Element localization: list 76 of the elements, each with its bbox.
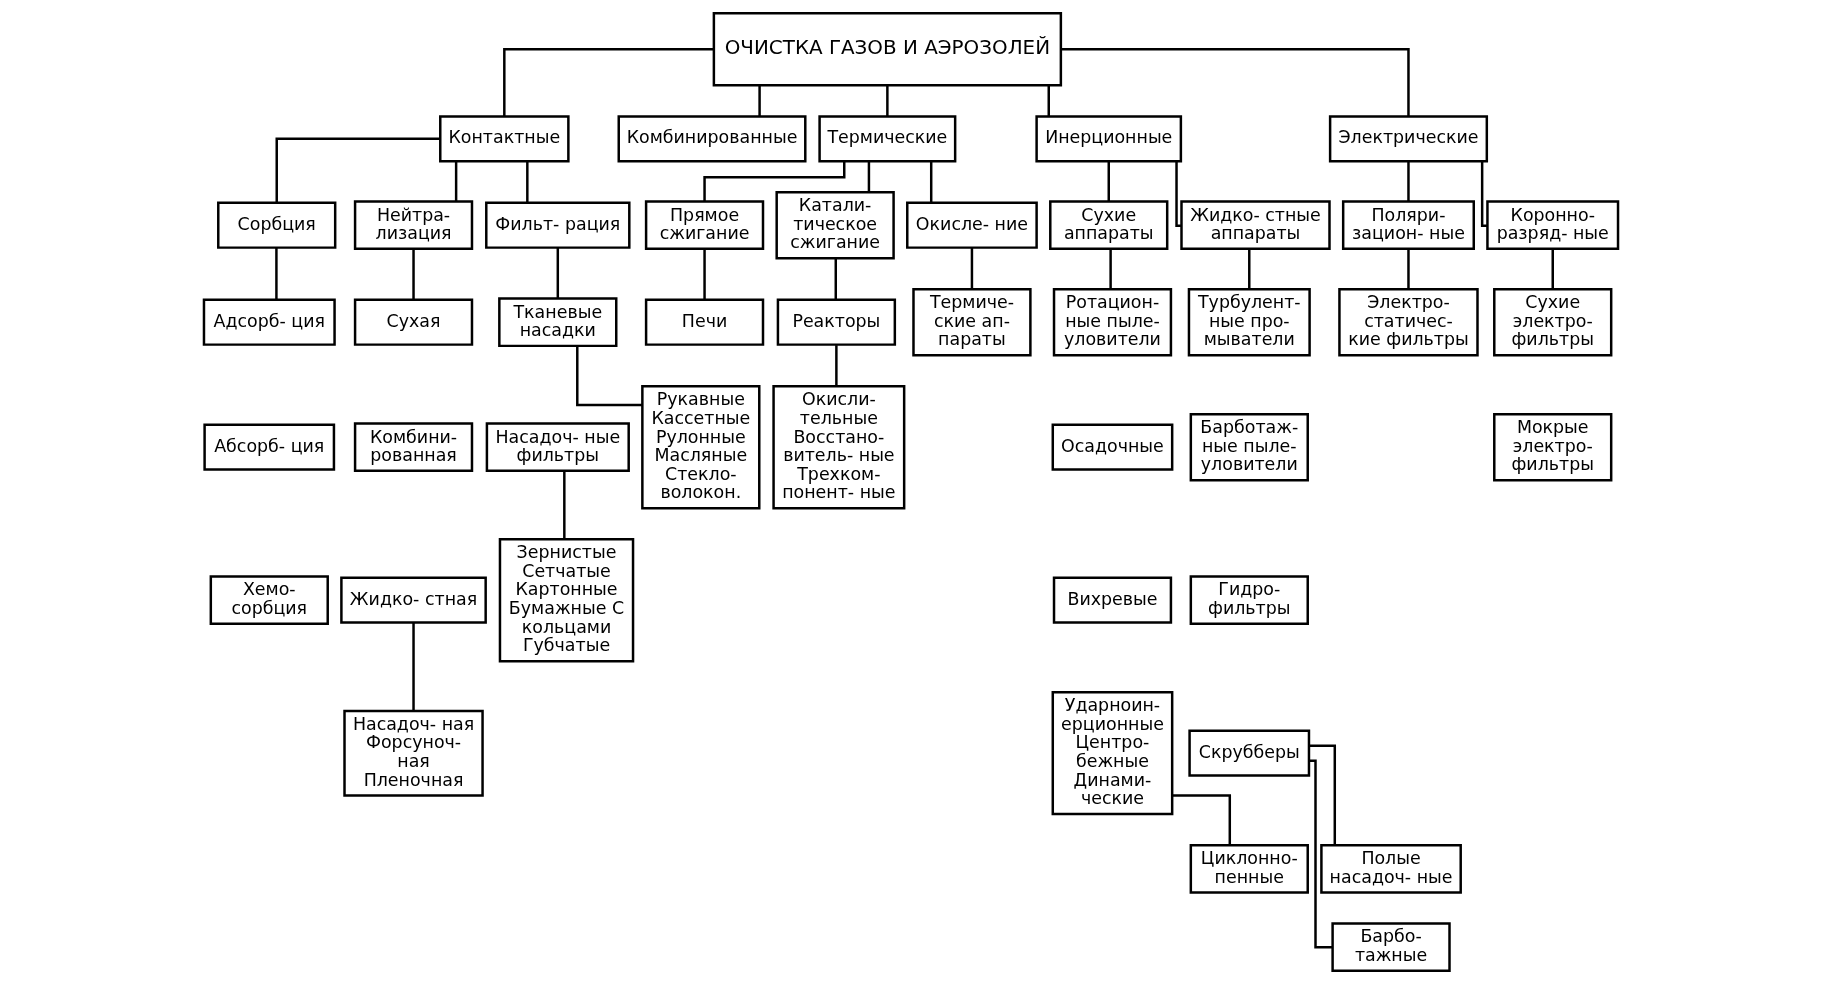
node-box: Окисле- ние [906,201,1038,249]
connector [1172,794,1232,845]
node-box: Комбинированные [617,115,807,163]
node-box: Рукавные Кассетные Рулонные Масляные Стекло- волокон. [641,385,761,510]
node-box: Полые насадоч- ные [1320,843,1462,894]
node-box: Абсорб- ция [203,423,336,471]
connector [503,48,714,117]
node-box: ОЧИСТКА ГАЗОВ И АЭРОЗОЛЕЙ [712,11,1063,87]
node-box: Насадоч- ные фильтры [485,422,630,473]
connector [758,85,761,117]
connector [556,247,560,299]
node-box: Сорбция [217,201,337,249]
connector [1309,744,1337,846]
node-box: Контактные [439,115,570,163]
node-box: Осадочные [1051,423,1174,471]
connector [1047,85,1050,117]
node-box: Электрические [1328,115,1489,163]
node-box: Нейтра- лизация [353,200,474,251]
connector [576,346,643,407]
connector [454,161,458,202]
connector [526,161,529,203]
node-box: Поляри- зацион- ные [1341,200,1475,251]
node-box: Мокрые электро- фильтры [1493,413,1613,482]
connector [1407,249,1410,289]
node-box: Комбини- рованная [353,422,474,473]
connector [1248,249,1251,289]
node-box: Ударноин- ерционные Центро- бежные Динами- ческие [1051,691,1174,816]
node-box: Сухие аппараты [1049,200,1169,251]
node-box: Электро- статичес- кие фильтры [1338,288,1479,357]
connector [412,622,415,711]
node-box: Термические [818,115,957,163]
node-box: Сухие электро- фильтры [1493,288,1613,357]
connector [1309,759,1333,949]
node-box: Фильт- рация [485,201,631,249]
connector [886,85,889,117]
node-box: Тканевые насадки [498,297,618,348]
connector [1109,249,1112,289]
node-box: Сухая [353,298,474,346]
node-box: Коронно- разряд- ные [1486,200,1620,251]
node-box: Ротацион- ные пыле- уловители [1052,288,1173,357]
connector [563,471,566,540]
node-box: Насадоч- ная Форсуноч- ная Пленочная [343,709,484,797]
connector [275,247,278,300]
node-box: Адсорб- ция [202,298,336,346]
connector [835,345,838,386]
node-box: Турбулент- ные про- мыватели [1187,288,1311,357]
connector [970,247,974,290]
connector [1407,161,1410,202]
node-box: Термиче- ские ап- параты [912,288,1032,357]
connector [834,258,837,300]
node-box: Окисли- тельные Восстано- витель- ные Трехком- понент- ные [772,385,906,510]
node-box: Циклонно- пенные [1189,843,1309,894]
node-box: Хемо- сорбция [209,575,329,626]
node-box: Скрубберы [1188,729,1311,777]
connector [1551,249,1554,289]
connector [703,249,706,300]
connector [275,137,440,203]
node-box: Инерционные [1035,115,1183,163]
node-box: Вихревые [1052,576,1173,624]
node-box: Жидко- стные аппараты [1180,200,1331,251]
connector [1060,48,1410,117]
node-box: Жидко- стная [340,576,487,624]
node-box: Гидро- фильтры [1189,575,1309,626]
connector [412,249,415,300]
node-box: Зернистые Сетчатые Картонные Бумажные С кольцами Губчатые [498,538,635,663]
node-box: Прямое сжигание [644,200,765,251]
connector [1175,161,1182,228]
connector [867,161,871,193]
connector [1480,161,1488,228]
node-box: Катали- тическое сжигание [775,191,895,260]
node-box: Барбо- тажные [1331,922,1451,973]
connector [1107,161,1110,202]
node-box: Барботаж- ные пыле- уловители [1189,413,1309,482]
node-box: Печи [644,298,765,346]
connector [929,161,933,203]
node-box: Реакторы [776,298,897,346]
